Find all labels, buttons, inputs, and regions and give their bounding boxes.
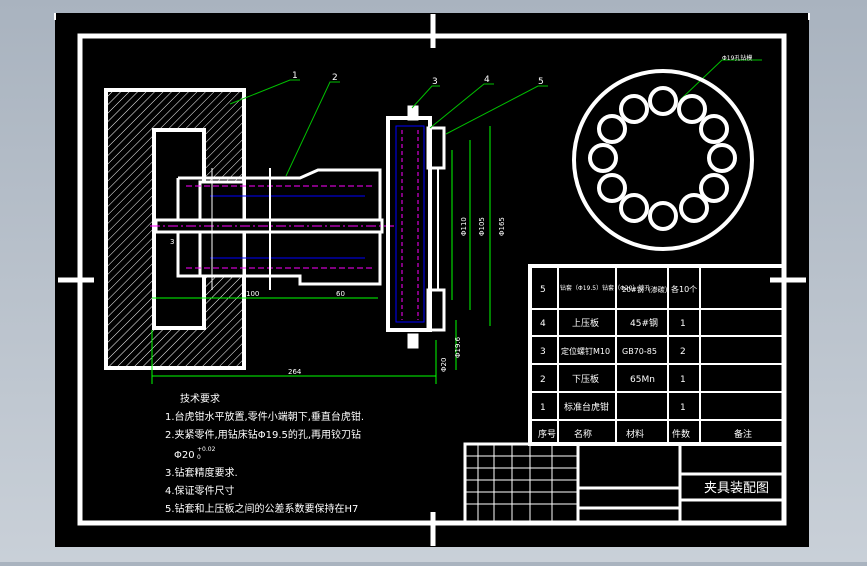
tech-note-2: 2.夹紧零件,用钻床钻Φ19.5的孔,再用铰刀钻: [165, 428, 361, 441]
dimension-lines: [151, 126, 491, 384]
bom-r4-no: 2: [540, 375, 546, 385]
bom-r5-name: 标准台虎钳: [564, 401, 609, 413]
bom-r4-qty: 1: [680, 375, 686, 385]
balloon-4: 4: [484, 75, 490, 85]
annotation-drill-jig: Φ19孔钻模: [722, 54, 752, 62]
bom-h-note: 备注: [734, 428, 752, 440]
balloon-1: 1: [292, 71, 298, 81]
bom-rows: 5 钻套（Φ19.5）钻套（Φ20）铰孔 20#钢（渗碳） 各10个 4 上压板…: [538, 284, 752, 440]
tech-requirements: 技术要求 1.台虎钳水平放置,零件小端朝下,垂直台虎钳. 2.夹紧零件,用钻床钻…: [165, 392, 364, 515]
tol-upper: +0.02: [197, 446, 216, 453]
dim-196: Φ19.6: [454, 336, 462, 358]
center-marks: [58, 14, 806, 546]
tech-note-1: 1.台虎钳水平放置,零件小端朝下,垂直台虎钳.: [165, 410, 364, 423]
tech-note-5: 4.保证零件尺寸: [165, 484, 235, 497]
bom-r1-name: 钻套（Φ19.5）钻套（Φ20）铰孔: [560, 284, 650, 292]
bom-h-mat: 材料: [626, 428, 644, 440]
dim-105: Φ105: [478, 217, 486, 236]
drawing-title: 夹具装配图: [704, 481, 769, 496]
leaders: [229, 59, 762, 177]
dim-3: 3: [170, 238, 174, 246]
bom-h-no: 序号: [538, 428, 556, 440]
workpiece: [150, 168, 395, 290]
bom-r5-qty: 1: [680, 403, 686, 413]
bom-r3-name: 定位螺钉M10: [561, 346, 610, 356]
bom-r1-no: 5: [540, 285, 546, 295]
dim-20: Φ20: [440, 358, 448, 372]
bom-r4-name: 下压板: [572, 373, 599, 385]
bom-r2-no: 4: [540, 319, 546, 329]
tech-note-6: 5.钻套和上压板之间的公差系数要保持在H7: [165, 502, 358, 515]
dimension-texts: 100 60 264 3 Φ110 Φ105 Φ165 Φ20 Φ19.6 Φ1…: [170, 54, 752, 376]
bom-r4-mat: 65Mn: [630, 375, 655, 385]
bom-r3-qty: 2: [680, 347, 686, 357]
tech-note-3: Φ20: [174, 450, 195, 461]
bom-r2-qty: 1: [680, 319, 686, 329]
dim-110: Φ110: [460, 217, 468, 236]
trim-marks: [54, 13, 810, 20]
tol-lower: 0: [197, 454, 201, 461]
balloon-5: 5: [538, 77, 544, 87]
bom-r3-no: 3: [540, 347, 546, 357]
top-view: [572, 69, 754, 251]
bom-r1-qty: 各10个: [671, 284, 697, 294]
balloon-3: 3: [432, 77, 438, 87]
bom-r2-name: 上压板: [572, 317, 599, 329]
title-block-grid: [465, 444, 578, 523]
tech-title: 技术要求: [180, 392, 220, 405]
bom-r3-mat: GB70-85: [622, 347, 657, 356]
bom-r2-mat: 45#钢: [630, 317, 658, 329]
tech-note-4: 3.钻套精度要求.: [165, 466, 238, 479]
clamp-plates: [386, 105, 446, 349]
title-block: [463, 442, 786, 525]
bom-r5-no: 1: [540, 403, 546, 413]
bom-h-qty: 件数: [672, 428, 690, 440]
balloon-labels: 1 2 3 4 5: [292, 71, 544, 87]
dim-264: 264: [288, 368, 302, 376]
bom-h-name: 名称: [574, 428, 592, 440]
dim-165: Φ165: [498, 217, 506, 236]
bom-r1-mat: 20#钢（渗碳）: [622, 285, 672, 294]
balloon-2: 2: [332, 73, 338, 83]
dim-60: 60: [336, 290, 345, 298]
dim-100: 100: [246, 290, 259, 298]
